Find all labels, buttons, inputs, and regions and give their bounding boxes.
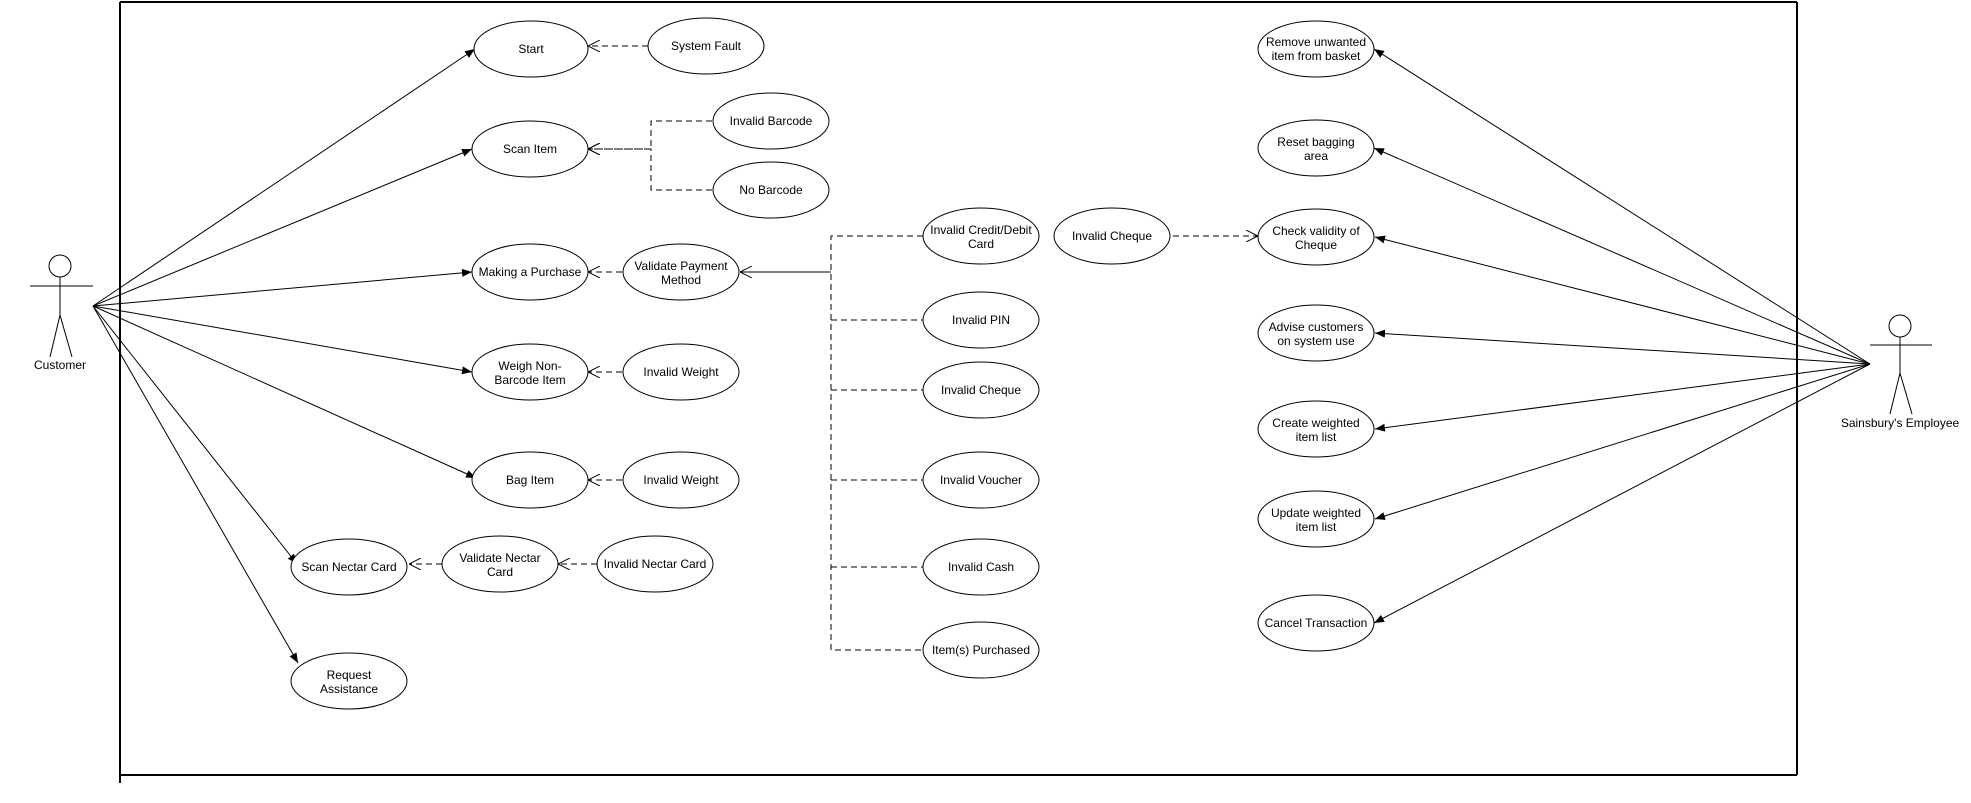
- svg-text:Scan Item: Scan Item: [503, 142, 557, 156]
- use-case-bag-item[interactable]: Bag Item: [471, 451, 589, 509]
- svg-text:Invalid Cash: Invalid Cash: [948, 560, 1014, 574]
- use-case-invalid-nectar[interactable]: Invalid Nectar Card: [596, 535, 714, 593]
- use-case-invalid-pin[interactable]: Invalid PIN: [922, 291, 1040, 349]
- employee-associations: [1373, 48, 1871, 624]
- use-case-cancel-transaction[interactable]: Cancel Transaction: [1257, 594, 1375, 652]
- employee-label: Sainsbury's Employee: [1841, 416, 1960, 430]
- svg-text:Invalid Barcode: Invalid Barcode: [730, 114, 813, 128]
- use-case-no-barcode[interactable]: No Barcode: [712, 161, 830, 219]
- customer-actor: Customer: [30, 254, 93, 372]
- svg-text:Invalid Nectar Card: Invalid Nectar Card: [604, 557, 707, 571]
- use-case-start[interactable]: Start: [473, 20, 589, 78]
- use-case-items-purchased[interactable]: Item(s) Purchased: [922, 621, 1040, 679]
- svg-text:Making a Purchase: Making a Purchase: [479, 265, 582, 279]
- svg-text:Invalid PIN: Invalid PIN: [952, 313, 1010, 327]
- use-case-scan-nectar[interactable]: Scan Nectar Card: [290, 538, 408, 596]
- use-case-invalid-cheque-top[interactable]: Invalid Cheque: [1053, 207, 1171, 265]
- svg-text:Weigh Non-Barcode Item: Weigh Non-Barcode Item: [494, 359, 565, 387]
- svg-text:Invalid Cheque: Invalid Cheque: [941, 383, 1021, 397]
- use-case-invalid-weight-1[interactable]: Invalid Weight: [622, 343, 740, 401]
- svg-text:Invalid Cheque: Invalid Cheque: [1072, 229, 1152, 243]
- use-case-invalid-cheque-payment[interactable]: Invalid Cheque: [922, 361, 1040, 419]
- svg-text:Invalid Voucher: Invalid Voucher: [940, 473, 1022, 487]
- use-case-scan-item[interactable]: Scan Item: [471, 120, 589, 178]
- use-case-system-fault[interactable]: System Fault: [647, 17, 765, 75]
- use-case-invalid-weight-2[interactable]: Invalid Weight: [622, 451, 740, 509]
- customer-label: Customer: [34, 358, 86, 372]
- use-case-invalid-voucher[interactable]: Invalid Voucher: [922, 451, 1040, 509]
- svg-text:Start: Start: [518, 42, 544, 56]
- svg-text:Scan Nectar Card: Scan Nectar Card: [301, 560, 396, 574]
- svg-text:Item(s) Purchased: Item(s) Purchased: [932, 643, 1030, 657]
- svg-text:No Barcode: No Barcode: [739, 183, 803, 197]
- use-case-making-purchase[interactable]: Making a Purchase: [471, 243, 589, 301]
- svg-text:Bag Item: Bag Item: [506, 473, 554, 487]
- use-case-invalid-cash[interactable]: Invalid Cash: [922, 538, 1040, 596]
- svg-text:Invalid Weight: Invalid Weight: [643, 365, 719, 379]
- svg-text:Invalid Weight: Invalid Weight: [643, 473, 719, 487]
- svg-text:System Fault: System Fault: [671, 39, 742, 53]
- customer-associations: [92, 48, 477, 664]
- dashed-relations: [409, 46, 1258, 651]
- use-case-weigh-non-barcode[interactable]: Weigh Non-Barcode Item: [471, 343, 589, 401]
- use-case-invalid-barcode[interactable]: Invalid Barcode: [712, 92, 830, 150]
- employee-actor: Sainsbury's Employee: [1841, 314, 1960, 430]
- svg-text:Cancel Transaction: Cancel Transaction: [1265, 616, 1368, 630]
